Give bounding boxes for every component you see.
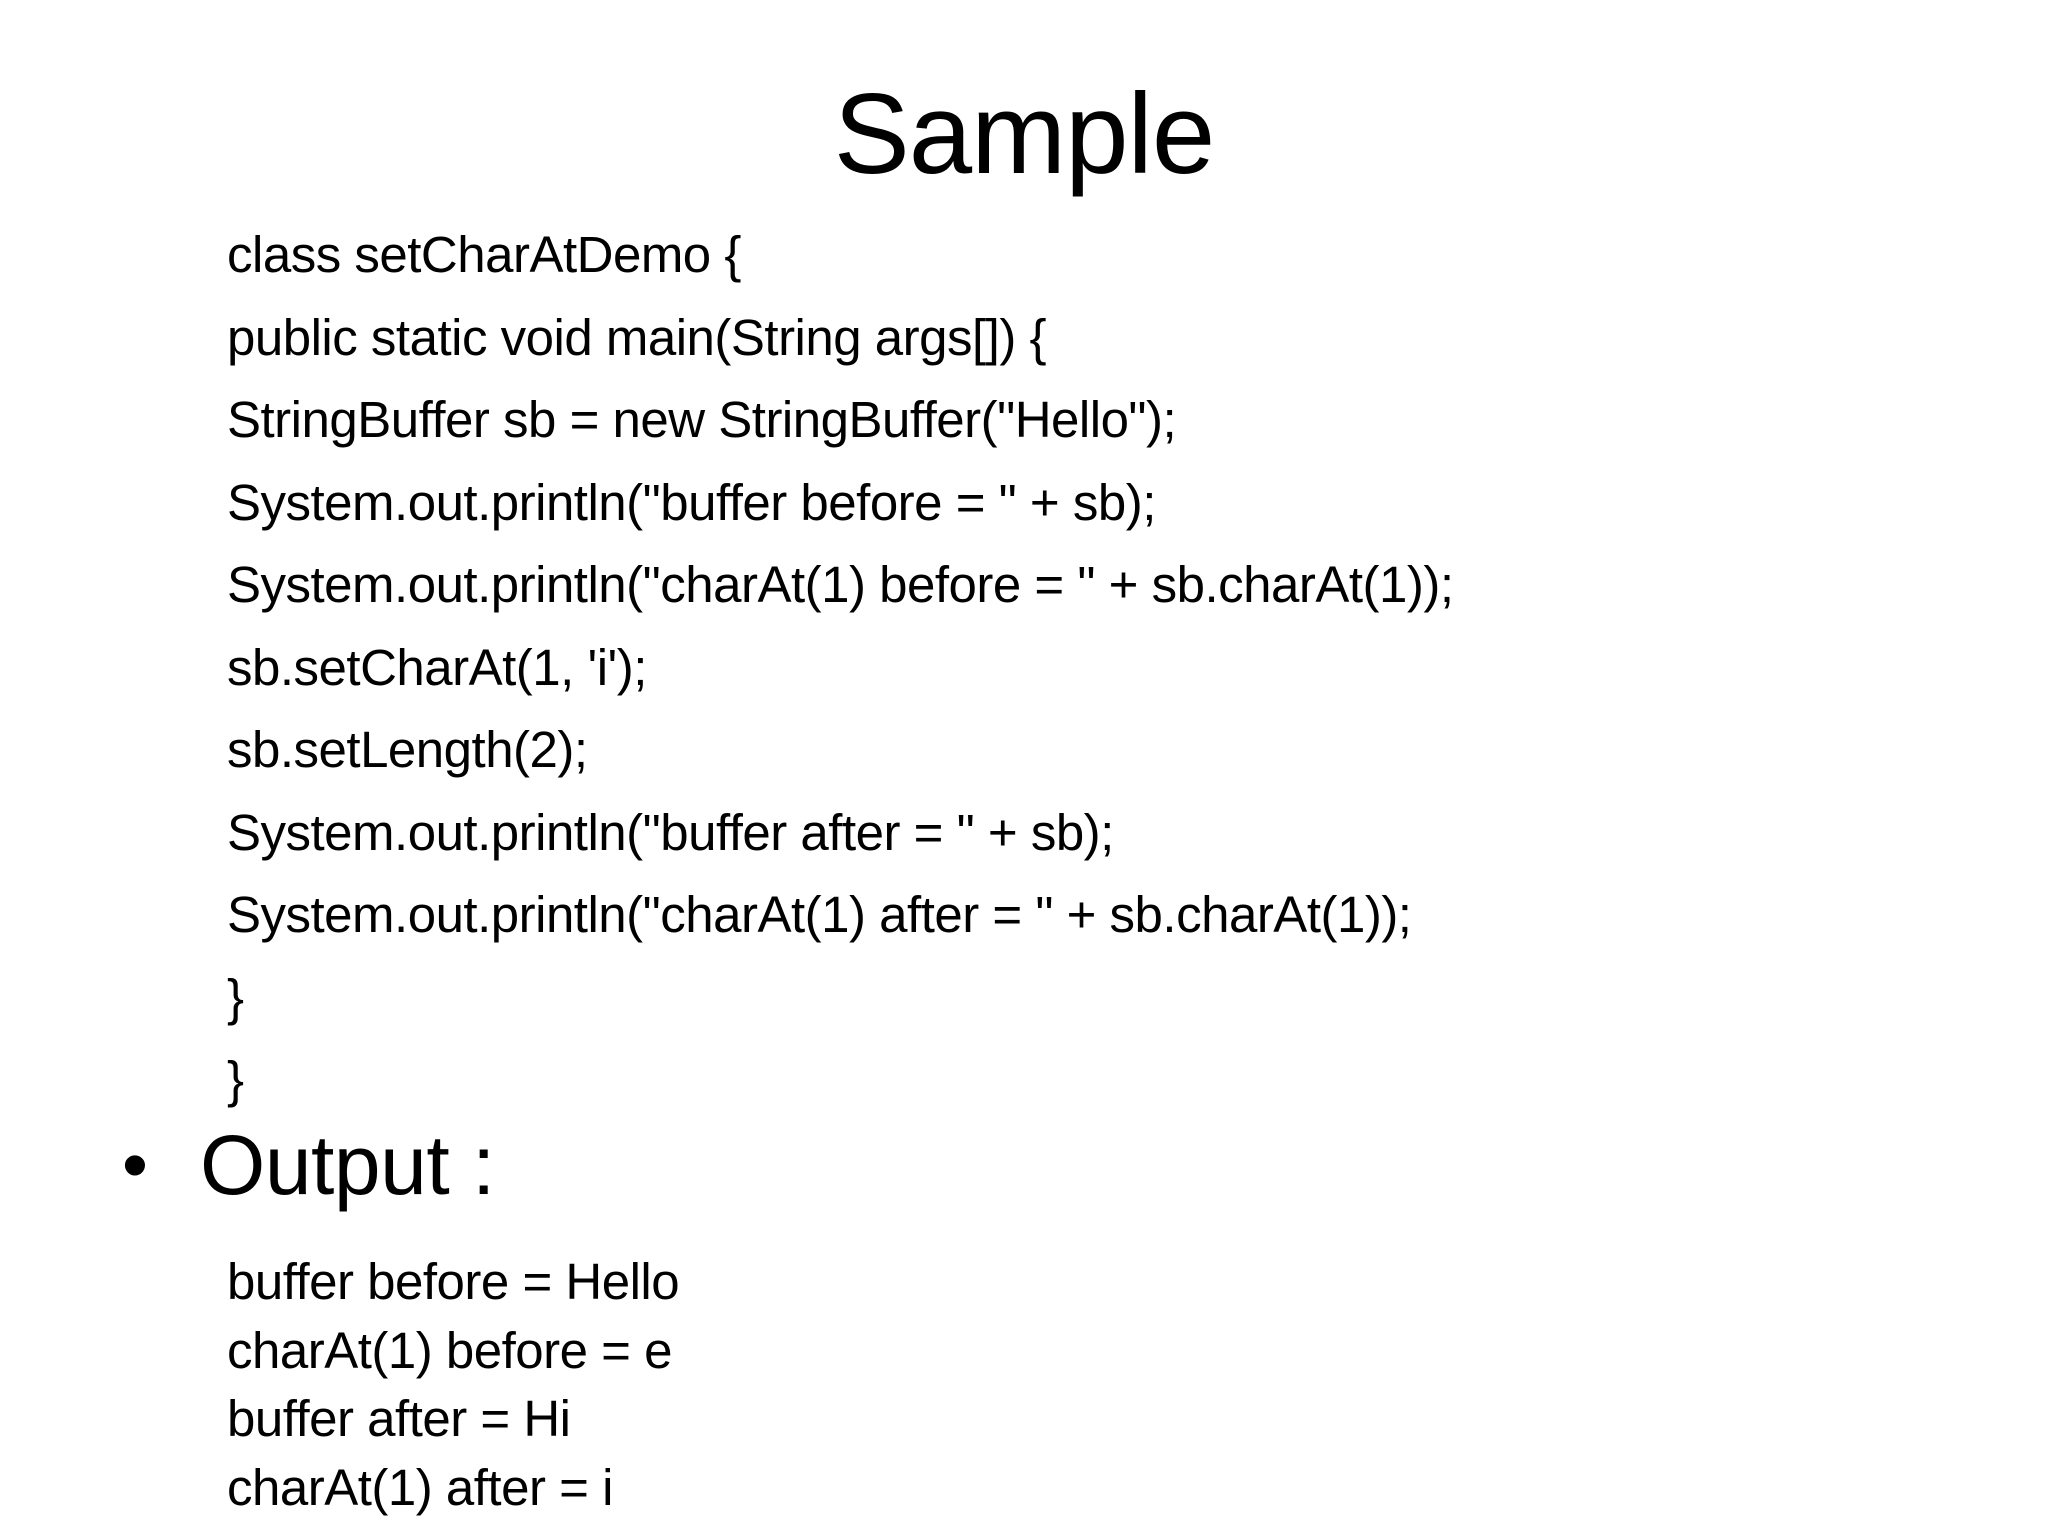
output-heading: • Output : (122, 1120, 495, 1210)
code-block: class setCharAtDemo { public static void… (227, 222, 1454, 1130)
output-label: Output : (200, 1118, 495, 1212)
code-line: System.out.println("charAt(1) after = " … (227, 886, 1412, 943)
output-line: charAt(1) before = e (227, 1321, 673, 1379)
code-line: sb.setCharAt(1, 'i'); (227, 638, 647, 696)
output-line: buffer before = Hello (227, 1253, 680, 1310)
output-line: buffer after = Hi (227, 1390, 571, 1447)
output-block: buffer before = Hello charAt(1) before =… (227, 1250, 680, 1524)
code-line: } (227, 968, 244, 1026)
code-line: System.out.println("charAt(1) before = "… (227, 556, 1454, 613)
output-line: charAt(1) after = i (227, 1458, 613, 1516)
code-line: } (227, 1051, 244, 1108)
bullet-icon: • (122, 1123, 148, 1206)
code-line: public static void main(String args[]) { (227, 308, 1047, 366)
code-line: StringBuffer sb = new StringBuffer("Hell… (227, 391, 1177, 448)
code-line: System.out.println("buffer before = " + … (227, 473, 1156, 531)
code-line: System.out.println("buffer after = " + s… (227, 803, 1114, 861)
slide-title: Sample (833, 71, 1216, 198)
code-line: sb.setLength(2); (227, 721, 588, 778)
code-line: class setCharAtDemo { (227, 226, 741, 283)
